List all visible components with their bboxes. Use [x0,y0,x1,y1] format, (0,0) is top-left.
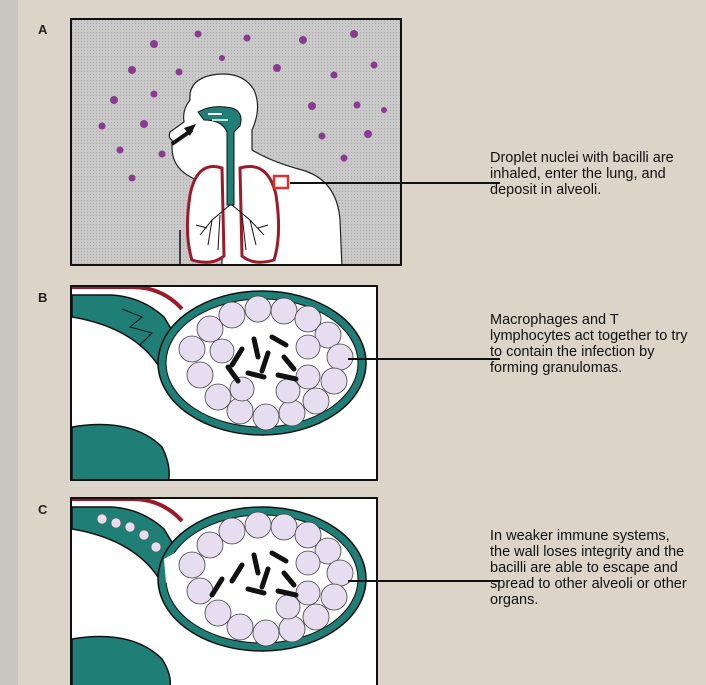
lower-tissue [72,425,169,482]
panel-a-illustration [70,18,402,266]
figure-page: A [18,0,706,685]
panel-b-illustration [70,285,378,481]
panel-a-letter: A [38,22,47,37]
panel-a-leader-line [290,182,500,184]
panel-c-letter: C [38,502,47,517]
lower-tissue [72,637,170,685]
panel-b-caption: Macrophages and T lymphocytes act togeth… [490,312,690,376]
panel-c-leader-line [348,580,500,582]
panel-a-caption: Droplet nuclei with bacilli are inhaled,… [490,150,690,198]
panel-c-caption: In weaker immune systems, the wall loses… [490,528,690,608]
panel-b-letter: B [38,290,47,305]
panel-c-illustration [70,497,378,685]
panel-b-leader-line [348,358,500,360]
